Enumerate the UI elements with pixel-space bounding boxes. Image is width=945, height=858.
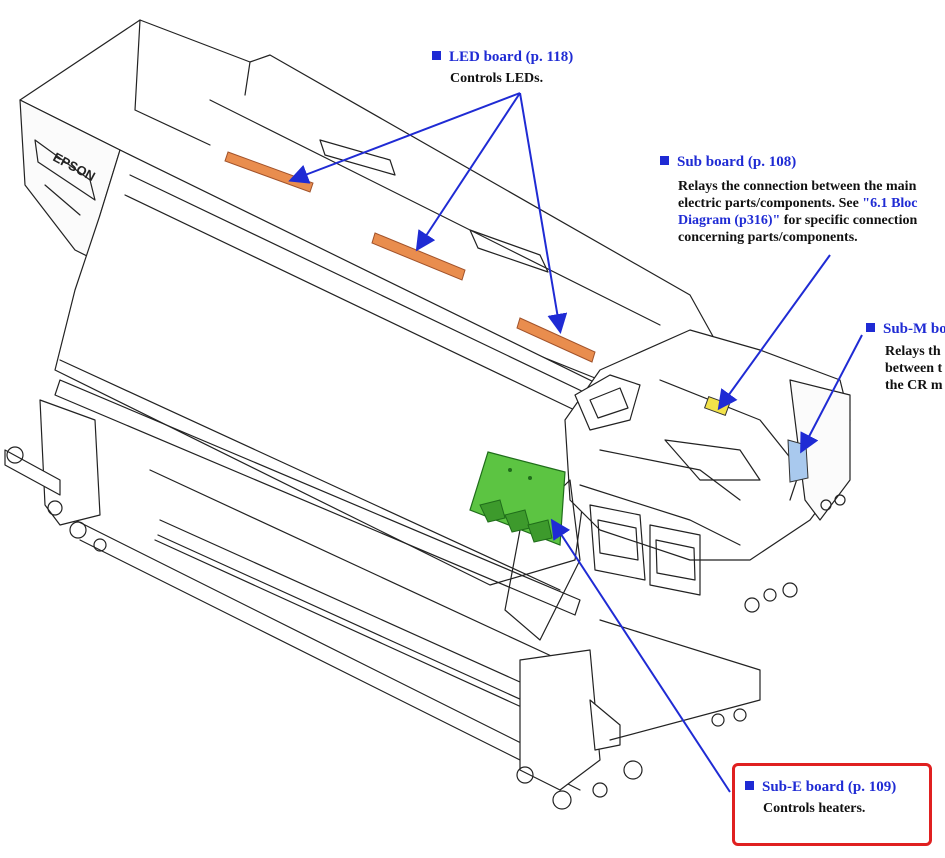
led-board-desc: Controls LEDs. <box>450 71 544 86</box>
bullet-square-icon <box>660 156 669 165</box>
sub-e-board-title[interactable]: Sub-E board (p. 109) <box>745 778 896 796</box>
sub-board-desc: Relays the connection between the main e… <box>678 179 918 245</box>
sub-m-board-desc: Relays th between t the CR m <box>885 344 943 393</box>
leader-arrows <box>288 92 863 793</box>
led-board-title[interactable]: LED board (p. 118) <box>432 48 573 66</box>
sub-board-callout: Sub board (p. 108) Relays the connection… <box>660 153 918 246</box>
sub-board-title[interactable]: Sub board (p. 108) <box>660 153 918 171</box>
led-board-strip-2 <box>371 232 466 281</box>
led-board-strip-3 <box>516 317 596 363</box>
sub-e-board-callout: Sub-E board (p. 109) Controls heaters. <box>745 778 896 817</box>
bullet-square-icon <box>432 51 441 60</box>
bullet-square-icon <box>745 781 754 790</box>
sub-e-highlight-box <box>732 763 932 846</box>
sub-m-board-callout: Sub-M bo Relays th between t the CR m <box>866 320 945 394</box>
block-diagram-link[interactable]: "6.1 Bloc <box>862 196 918 211</box>
led-board-callout: LED board (p. 118) Controls LEDs. <box>432 48 573 87</box>
block-diagram-link-cont[interactable]: Diagram (p316)" <box>678 213 781 228</box>
sub-e-board-desc: Controls heaters. <box>763 801 866 816</box>
bullet-square-icon <box>866 323 875 332</box>
sub-m-board-title[interactable]: Sub-M bo <box>866 320 945 338</box>
sub-e-board <box>469 451 566 546</box>
